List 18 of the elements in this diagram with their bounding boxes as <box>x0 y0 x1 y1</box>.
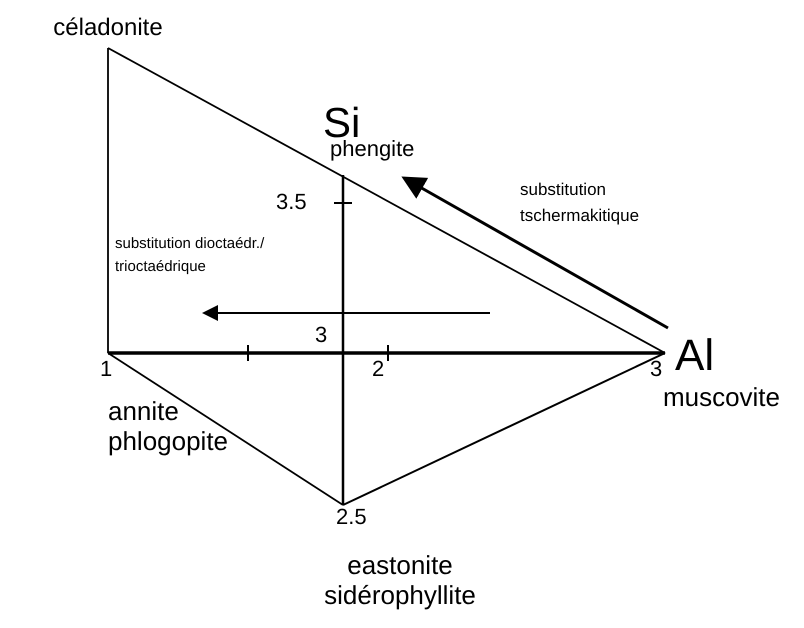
tick-label: 1 <box>100 357 112 382</box>
tick-label: 3.5 <box>276 190 307 214</box>
tick-label: 2.5 <box>336 505 367 530</box>
celadonite-label: céladonite <box>52 14 164 42</box>
substitution-note: substitution dioctaédr./ trioctaédrique <box>115 234 266 276</box>
tick-label: 3 <box>650 357 662 382</box>
axis-title: Al <box>675 332 714 380</box>
triangle-side-line <box>342 175 344 505</box>
annite-phlogopite-label: annite phlogopite <box>108 397 229 457</box>
eastonite-siderophyllite-label: eastonite sidérophyllite <box>323 551 477 611</box>
triangle-side-line <box>107 48 109 353</box>
triangle-side-line <box>342 352 666 506</box>
tick-label: 2 <box>372 357 384 382</box>
muscovite-label: muscovite <box>662 383 780 413</box>
tick-label: 3 <box>315 323 328 348</box>
substitution-note: substitution tschermakitique <box>520 179 640 226</box>
triangle-side-line <box>108 352 344 506</box>
triangle-side-line <box>108 47 666 354</box>
